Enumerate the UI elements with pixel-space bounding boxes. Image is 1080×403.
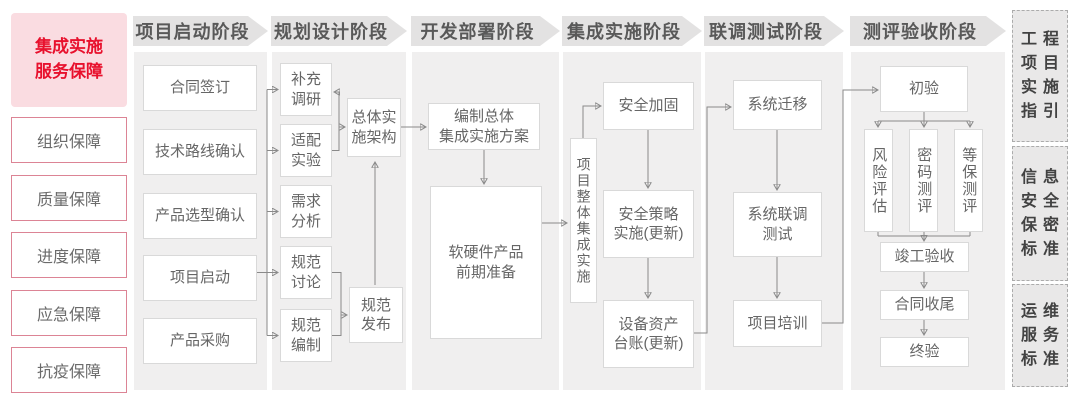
step-overall-implementation-architecture: 总体实 施架构 bbox=[347, 98, 401, 157]
step-system-joint-testing: 系统联调 测试 bbox=[733, 192, 822, 257]
sidebar-item-quality-guarantee: 质量保障 bbox=[11, 175, 127, 221]
step-project-kickoff: 项目启动 bbox=[143, 255, 257, 301]
phase-header-integration: 集成实施阶段 bbox=[562, 16, 702, 46]
phase-header-testing: 联调测试阶段 bbox=[704, 16, 844, 46]
step-requirement-analysis: 需求 分析 bbox=[280, 185, 332, 238]
step-contract-signing: 合同签订 bbox=[143, 65, 257, 111]
sidebar-item-emergency-guarantee: 应急保障 bbox=[11, 290, 127, 336]
step-final-acceptance: 终验 bbox=[880, 337, 969, 367]
step-product-selection-confirm: 产品选型确认 bbox=[143, 193, 257, 239]
step-hw-sw-preparation: 软硬件产品 前期准备 bbox=[430, 186, 542, 339]
step-system-migration: 系统迁移 bbox=[733, 80, 822, 130]
standard-engineering-project-guide: 工程 项目 实施 指引 bbox=[1012, 10, 1068, 142]
step-security-policy-implementation: 安全策略 实施(更新) bbox=[603, 190, 694, 258]
step-supplementary-research: 补充 调研 bbox=[280, 63, 332, 116]
phase-header-acceptance: 测评验收阶段 bbox=[850, 16, 1006, 46]
step-completion-acceptance: 竣工验收 bbox=[880, 242, 969, 272]
step-crypto-evaluation: 密码测评 bbox=[909, 129, 938, 232]
step-security-hardening: 安全加固 bbox=[603, 82, 694, 130]
step-project-training: 项目培训 bbox=[733, 300, 822, 347]
step-risk-assessment: 风险评估 bbox=[864, 129, 893, 232]
phase-header-planning: 规划设计阶段 bbox=[271, 16, 407, 46]
standard-operation-maintenance-service: 运维 服务 标准 bbox=[1012, 284, 1068, 387]
phase-header-development: 开发部署阶段 bbox=[411, 16, 560, 46]
step-contract-closure: 合同收尾 bbox=[880, 290, 969, 320]
phase-header-startup: 项目启动阶段 bbox=[133, 16, 268, 46]
sidebar-item-epidemic-guarantee: 抗疫保障 bbox=[11, 347, 127, 393]
step-adaptation-test: 适配 实验 bbox=[280, 124, 332, 177]
sidebar-highlight-integration-service: 集成实施 服务保障 bbox=[11, 13, 127, 107]
sidebar-item-organization-guarantee: 组织保障 bbox=[11, 117, 127, 163]
step-product-procurement: 产品采购 bbox=[143, 318, 257, 364]
step-tech-route-confirm: 技术路线确认 bbox=[143, 129, 257, 175]
step-overall-integration-implementation: 项目整体集成实施 bbox=[570, 138, 597, 303]
step-spec-drafting: 规范 编制 bbox=[280, 309, 332, 362]
step-spec-discussion: 规范 讨论 bbox=[280, 246, 332, 299]
step-compile-integration-plan: 编制总体 集成实施方案 bbox=[428, 103, 540, 150]
sidebar-item-schedule-guarantee: 进度保障 bbox=[11, 232, 127, 278]
step-spec-release: 规范 发布 bbox=[349, 287, 403, 343]
step-equipment-asset-ledger: 设备资产 台账(更新) bbox=[603, 300, 694, 368]
step-initial-acceptance: 初验 bbox=[880, 66, 968, 112]
step-classified-protection-evaluation: 等保测评 bbox=[954, 129, 983, 232]
standard-information-security-confidentiality: 信息 安全 保密 标准 bbox=[1012, 146, 1068, 281]
